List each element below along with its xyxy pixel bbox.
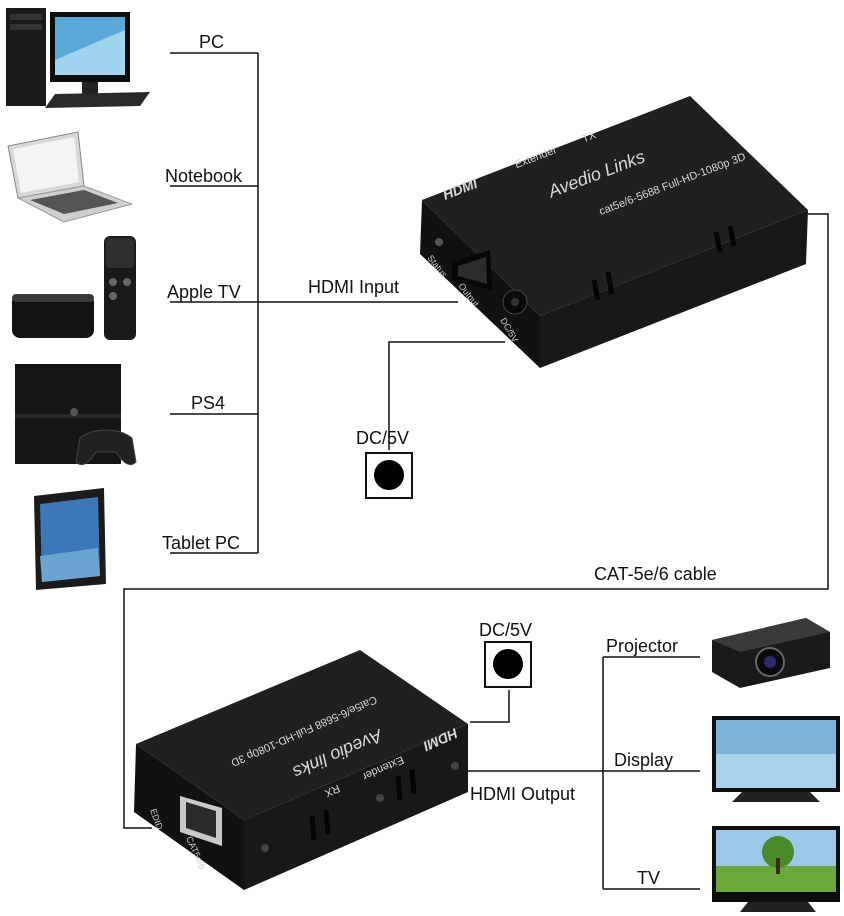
tv-icon xyxy=(712,826,840,912)
label-tv: TV xyxy=(637,868,661,888)
source-bus xyxy=(170,52,458,554)
rx-power-jack-icon xyxy=(484,641,532,688)
rx-power-wire xyxy=(470,690,510,723)
label-tx-dc: DC/5V xyxy=(356,428,410,448)
label-apple-tv: Apple TV xyxy=(167,282,241,302)
label-cat-cable: CAT-5e/6 cable xyxy=(594,564,717,584)
label-projector: Projector xyxy=(606,636,679,656)
receiver-unit: HDMI Extender RX Avedio links Cat5e/6-56… xyxy=(134,650,468,890)
label-ps4: PS4 xyxy=(191,393,226,413)
tx-power-wire xyxy=(388,341,505,450)
label-rx-dc: DC/5V xyxy=(479,620,533,640)
pc-icon xyxy=(6,8,150,108)
tx-role: TX xyxy=(580,129,598,145)
transmitter-unit: HDMI Extender TX Avedio Links cat5e/6-56… xyxy=(420,96,808,368)
tablet-pc-icon xyxy=(34,488,106,590)
notebook-icon xyxy=(7,131,134,223)
rx-role: RX xyxy=(322,782,341,799)
label-hdmi-input: HDMI Input xyxy=(308,277,400,297)
apple-tv-icon xyxy=(12,236,136,340)
display-icon xyxy=(712,716,840,802)
label-display: Display xyxy=(614,750,674,770)
ps4-icon xyxy=(15,364,137,466)
output-bus xyxy=(468,656,700,890)
label-pc: PC xyxy=(199,32,225,52)
cat-cable-line xyxy=(123,213,829,829)
tx-power-jack-icon xyxy=(365,452,413,499)
label-tablet-pc: Tablet PC xyxy=(162,533,241,553)
projector-icon xyxy=(712,618,830,688)
label-notebook: Notebook xyxy=(165,166,243,186)
label-hdmi-output: HDMI Output xyxy=(470,784,576,804)
